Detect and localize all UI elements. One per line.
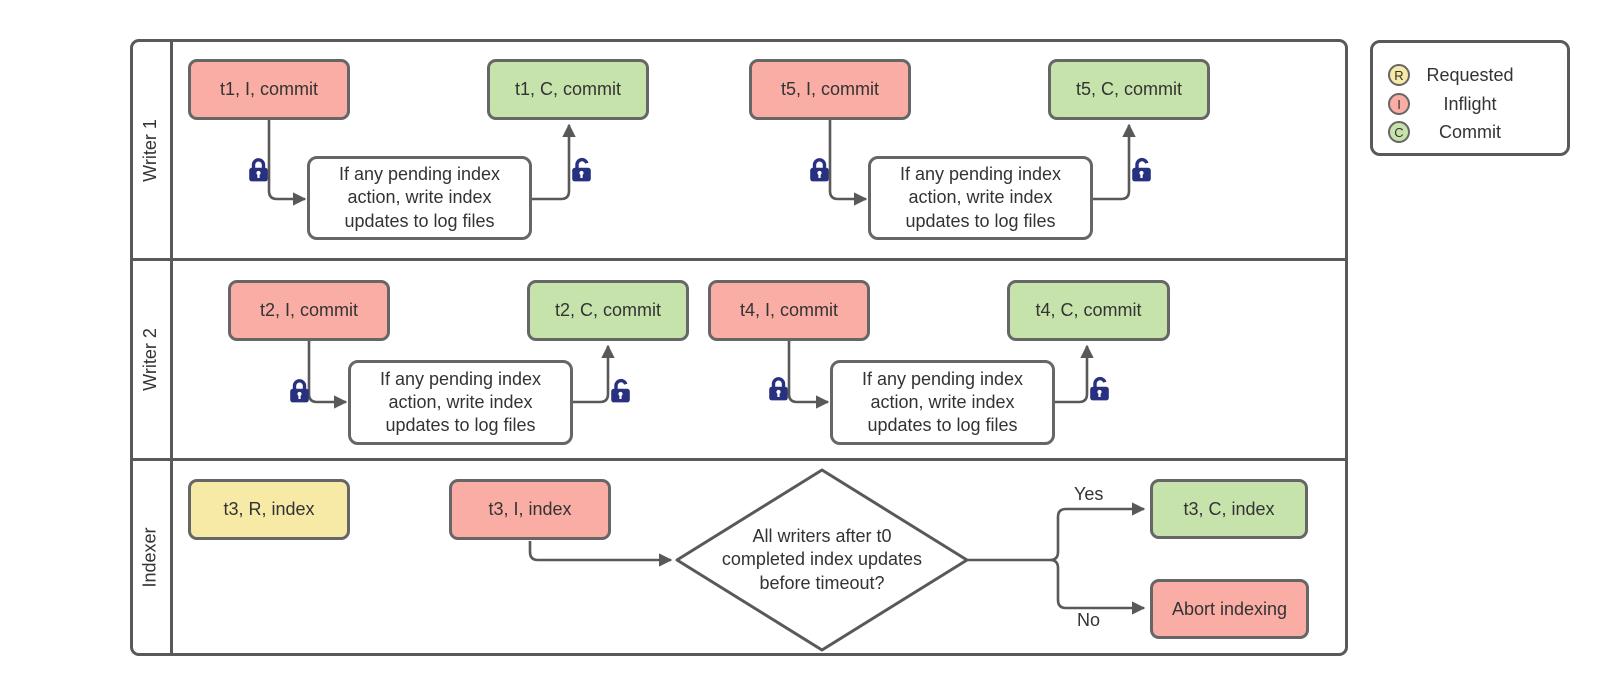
lock-open-icon bbox=[1088, 375, 1113, 402]
lane-divider-2 bbox=[130, 458, 1348, 461]
lane-divider-1 bbox=[130, 258, 1348, 261]
decision-diamond bbox=[675, 468, 969, 652]
edge-t4-to-process bbox=[787, 341, 830, 409]
edge-t2-to-process bbox=[307, 341, 348, 409]
node-abort-indexing: Abort indexing bbox=[1150, 579, 1309, 639]
legend-label-requested: Requested bbox=[1426, 65, 1514, 85]
lock-open-icon bbox=[1130, 156, 1155, 183]
node-t5-commit: t5, C, commit bbox=[1048, 59, 1210, 120]
edge-process-to-t1-commit bbox=[532, 123, 576, 201]
node-process-writer1-t1: If any pending index action, write index… bbox=[307, 156, 532, 240]
lock-closed-icon bbox=[247, 156, 270, 183]
lane-label-divider bbox=[170, 39, 173, 656]
lock-open-icon bbox=[570, 156, 595, 183]
legend-label-commit: Commit bbox=[1439, 122, 1501, 142]
node-t4-commit: t4, C, commit bbox=[1007, 280, 1170, 341]
node-t5-inflight: t5, I, commit bbox=[749, 59, 911, 120]
swimlane-frame bbox=[130, 39, 1348, 656]
edge-t5-to-process bbox=[828, 120, 868, 206]
node-t2-commit: t2, C, commit bbox=[527, 280, 689, 341]
node-process-writer1-t5: If any pending index action, write index… bbox=[868, 156, 1093, 240]
edge-decision-yes bbox=[967, 502, 1146, 562]
node-t3-commit: t3, C, index bbox=[1150, 479, 1308, 539]
lock-closed-icon bbox=[767, 375, 790, 402]
legend-box: R Requested I Inflight C Commit bbox=[1370, 40, 1570, 156]
node-t2-inflight: t2, I, commit bbox=[228, 280, 390, 341]
legend-label-inflight: Inflight bbox=[1443, 94, 1497, 114]
inflight-state-icon: I bbox=[1388, 93, 1410, 115]
node-t3-requested: t3, R, index bbox=[188, 479, 350, 540]
commit-state-icon: C bbox=[1388, 121, 1410, 143]
node-t1-inflight: t1, I, commit bbox=[188, 59, 350, 120]
node-t1-commit: t1, C, commit bbox=[487, 59, 649, 120]
edge-process-to-t4-commit bbox=[1055, 344, 1094, 404]
node-t3-inflight: t3, I, index bbox=[449, 479, 611, 540]
edge-decision-no bbox=[1049, 558, 1146, 615]
edge-t1-to-process bbox=[267, 120, 307, 206]
lock-closed-icon bbox=[288, 377, 311, 404]
decision-text: All writers after t0 completed index upd… bbox=[721, 526, 923, 593]
edge-process-to-t2-commit bbox=[573, 344, 615, 404]
no-edge-label: No bbox=[1077, 610, 1101, 630]
node-process-writer2-t4: If any pending index action, write index… bbox=[830, 360, 1055, 445]
edge-t3-to-decision bbox=[528, 541, 673, 567]
edge-process-to-t5-commit bbox=[1093, 123, 1136, 201]
yes-edge-label: Yes bbox=[1074, 484, 1104, 504]
lock-open-icon bbox=[609, 377, 634, 404]
requested-state-icon: R bbox=[1388, 64, 1410, 86]
lock-closed-icon bbox=[808, 156, 831, 183]
node-process-writer2-t2: If any pending index action, write index… bbox=[348, 360, 573, 445]
node-t4-inflight: t4, I, commit bbox=[708, 280, 870, 341]
edges bbox=[267, 120, 1146, 615]
